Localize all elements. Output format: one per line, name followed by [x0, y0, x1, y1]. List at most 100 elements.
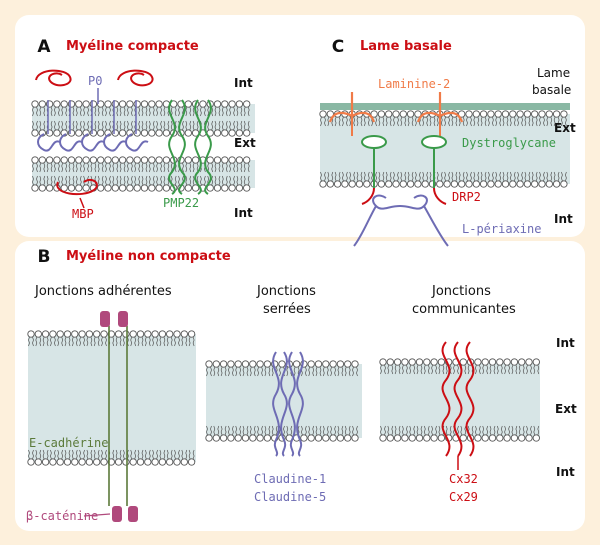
lipid-head	[509, 110, 517, 118]
lipid-head	[386, 434, 394, 442]
lipid-tail	[207, 106, 210, 117]
lipid-tail	[211, 106, 214, 117]
lipid-tail	[192, 120, 195, 131]
lipid-tail	[228, 425, 230, 436]
panel-b-letter: B	[33, 246, 55, 268]
lipid-head	[399, 180, 407, 188]
panel-a-ext: Ext	[234, 136, 256, 150]
lipid-tail	[324, 116, 326, 127]
lipid-tail	[518, 364, 521, 375]
claudin5-label: Claudine-5	[254, 490, 327, 504]
lipid-tail	[112, 449, 115, 460]
lipid-head	[300, 434, 308, 442]
lipid-tail	[214, 106, 217, 117]
lipid-tail	[486, 364, 489, 375]
lipid-head	[140, 184, 149, 192]
lipid-tail	[32, 336, 34, 347]
lipid-tail	[54, 120, 56, 131]
lipid-tail	[75, 336, 78, 347]
lipid-tail	[163, 449, 166, 460]
lipid-tail	[109, 120, 111, 131]
lipid-tail	[174, 449, 176, 460]
lipid-head	[228, 129, 236, 137]
catenin-block-2	[112, 506, 122, 522]
lipid-tail	[105, 175, 107, 186]
lipid-head	[213, 129, 222, 137]
a-membrane-lower-fill	[32, 160, 255, 188]
lipid-tail	[438, 364, 441, 375]
lipid-tail	[375, 171, 377, 182]
lipid-tail	[334, 116, 337, 127]
lipid-tail	[327, 171, 330, 182]
lipid-tail	[508, 425, 510, 436]
lipid-head	[501, 180, 510, 188]
lipid-tail	[466, 171, 468, 182]
lipid-tail	[218, 120, 221, 131]
lipid-tail	[32, 449, 34, 460]
cx32-label: Cx32	[449, 472, 478, 486]
lipid-tail	[206, 366, 208, 377]
lipid-tail	[440, 116, 443, 127]
lipid-tail	[444, 171, 446, 182]
lipid-head	[414, 180, 422, 188]
basal-lamina-bar	[320, 103, 570, 110]
lipid-tail	[156, 120, 158, 131]
lipid-tail	[371, 171, 373, 182]
lipid-tail	[101, 175, 104, 186]
lipid-tail	[268, 425, 271, 436]
lipid-tail	[261, 425, 263, 436]
lipid-head	[560, 110, 568, 118]
mbp-pointer	[79, 197, 85, 209]
lipid-tail	[526, 425, 528, 436]
lipid-tail	[141, 162, 144, 173]
lipid-tail	[508, 364, 510, 375]
lipid-head	[234, 360, 242, 368]
lipid-tail	[397, 171, 399, 182]
laminin-label: Laminine-2	[378, 77, 451, 91]
drp2-label: DRP2	[452, 190, 481, 204]
lipid-tail	[322, 366, 325, 377]
lipid-tail	[83, 162, 85, 173]
lipid-tail	[400, 116, 403, 127]
lipid-head	[307, 360, 315, 368]
lipid-tail	[50, 449, 52, 460]
cx29-label: Cx29	[449, 490, 478, 504]
lipid-tail	[557, 116, 560, 127]
lipid-tail	[167, 120, 170, 131]
lipid-tail	[101, 106, 104, 117]
lipid-tail	[174, 175, 177, 186]
lipid-tail	[344, 366, 347, 377]
lipid-tail	[315, 366, 318, 377]
lipid-tail	[502, 116, 505, 127]
lipid-head	[111, 100, 119, 108]
lipid-tail	[229, 175, 231, 186]
lipid-tail	[65, 175, 68, 186]
lipid-tail	[127, 120, 129, 131]
lipid-tail	[479, 425, 481, 436]
lipid-tail	[457, 425, 459, 436]
lipid-tail	[451, 171, 454, 182]
lipid-tail	[445, 425, 448, 436]
lipid-head	[227, 434, 235, 442]
mbp-loop-top-1	[117, 69, 154, 87]
lipid-tail	[561, 116, 563, 127]
dystroglycan-head-1	[421, 135, 447, 149]
lipid-tail	[65, 106, 68, 117]
lipid-head	[184, 156, 192, 164]
lipid-head	[111, 156, 119, 164]
lipid-head	[162, 156, 171, 164]
gap-title-2: communicantes	[412, 302, 516, 317]
lipid-head	[100, 330, 108, 338]
lipid-tail	[475, 364, 477, 375]
lipid-tail	[196, 120, 199, 131]
lipid-head	[314, 434, 323, 442]
lipid-tail	[533, 364, 536, 375]
lipid-head	[140, 129, 149, 137]
lipid-tail	[247, 106, 250, 117]
lipid-tail	[338, 116, 341, 127]
lipid-head	[148, 129, 156, 137]
lipid-head	[545, 180, 553, 188]
lipid-tail	[116, 120, 119, 131]
lipid-head	[292, 360, 301, 368]
lipid-tail	[521, 116, 523, 127]
